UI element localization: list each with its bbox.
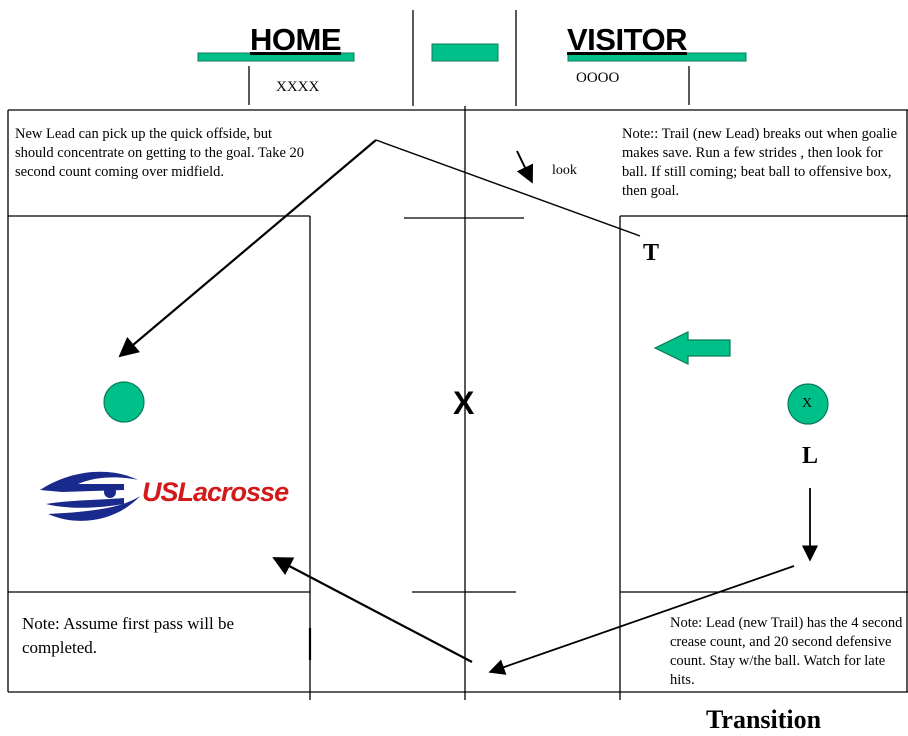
score-separator-bar [431, 43, 499, 62]
lead-pass-arrow [488, 565, 795, 675]
home-bar [197, 52, 355, 62]
player-x-marker: X [802, 396, 813, 411]
lead-marker: L [802, 443, 819, 469]
pass-to-defense-arrow [272, 557, 473, 663]
defending-player-circle [103, 381, 145, 423]
visitor-bar [567, 52, 747, 62]
scoreboard [197, 10, 747, 106]
visitor-label: VISITOR [567, 22, 687, 57]
uslacrosse-logo-graphic [40, 471, 140, 521]
note-bottom-left: Note: Assume first pass will be complete… [22, 614, 235, 657]
lead-player-circle [787, 383, 829, 425]
trail-path-line [375, 139, 641, 237]
note-bottom-right: Note: Lead (new Trail) has the 4 second … [670, 615, 903, 688]
diagram-caption: Transition [706, 705, 822, 734]
note-top-left: New Lead can pick up the quick offside, … [15, 126, 305, 180]
look-label: look [552, 163, 577, 178]
trail-marker: T [643, 240, 660, 266]
home-label: HOME [250, 22, 342, 57]
ball-direction-arrow [653, 331, 731, 365]
look-arrow [516, 150, 534, 184]
trail-to-defense-arrow [118, 139, 377, 358]
field [7, 106, 908, 700]
visitor-score-marks: OOOO [576, 70, 620, 86]
center-x-marker: X [453, 385, 475, 421]
home-score-marks: XXXX [276, 79, 320, 95]
note-top-right: Note:: Trail (new Lead) breaks out when … [622, 126, 898, 199]
uslacrosse-logo-text: USLacrosse [142, 477, 289, 507]
